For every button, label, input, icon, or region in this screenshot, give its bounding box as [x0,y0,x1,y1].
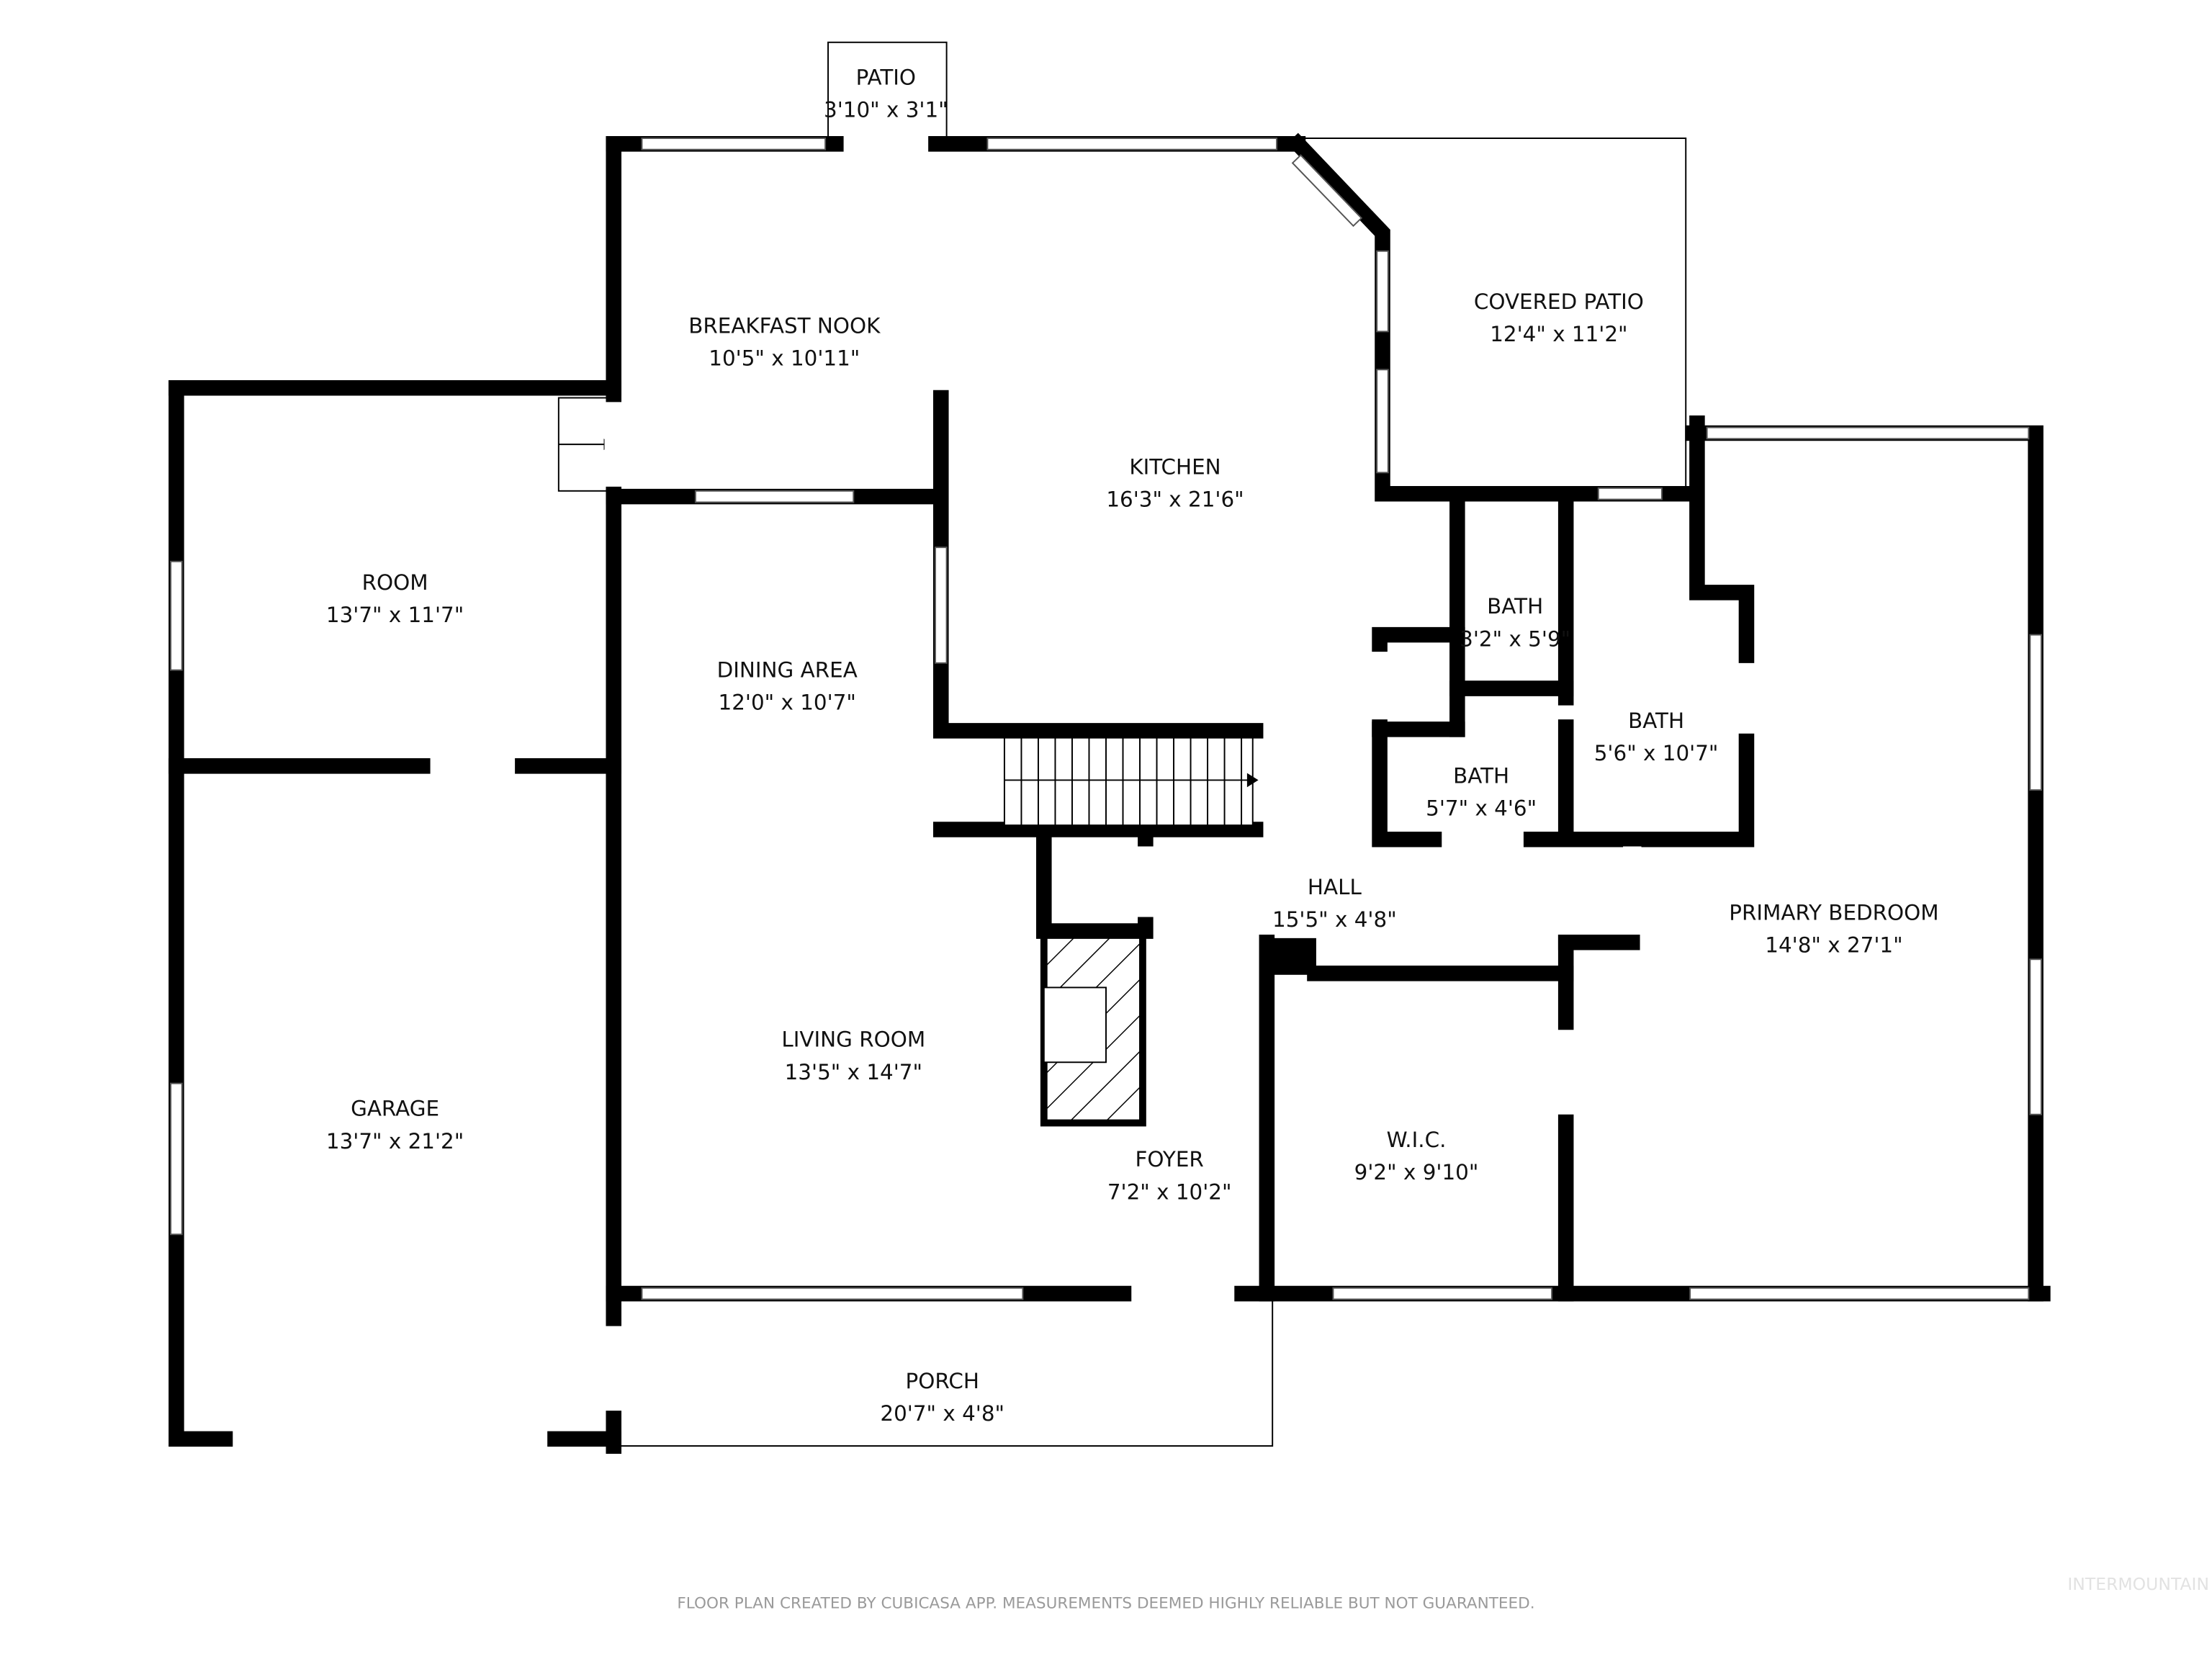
room-label: COVERED PATIO 12'4" x 11'2" [1474,289,1644,346]
room-label: DINING AREA 12'0" x 10'7" [717,657,858,714]
room-name: DINING AREA [717,657,858,682]
room-name: BATH [1453,763,1509,788]
watermark: INTERMOUNTAIN [2067,1574,2209,1594]
room-label: BATH 3'2" x 5'9" [1460,594,1570,651]
room-label: W.I.C. 9'2" x 9'10" [1354,1128,1479,1184]
room-size: 3'10" x 3'1" [824,98,948,122]
room-label: LIVING ROOM 13'5" x 14'7" [781,1028,925,1084]
room-size: 20'7" x 4'8" [880,1401,1004,1426]
room-name: FOYER [1135,1147,1203,1172]
room-label: HALL 15'5" x 4'8" [1272,875,1397,932]
room-size: 7'2" x 10'2" [1107,1179,1232,1204]
room-name: ROOM [362,570,428,595]
room-name: BREAKFAST NOOK [688,313,881,338]
room-name: HALL [1308,875,1362,899]
room-label: PORCH 20'7" x 4'8" [880,1369,1004,1426]
room-name: BATH [1628,709,1684,733]
room-name: GARAGE [351,1097,439,1121]
room-size: 13'7" x 11'7" [326,603,464,627]
room-size: 3'2" x 5'9" [1460,626,1570,651]
windows-and-doors [170,135,2042,1449]
room-size: 14'8" x 27'1" [1765,932,1902,957]
room-size: 10'5" x 10'11" [709,346,860,370]
room-label: BATH 5'6" x 10'7" [1594,709,1719,765]
room-size: 13'7" x 21'2" [326,1129,464,1154]
room-name: PRIMARY BEDROOM [1729,900,1938,925]
room-name: BATH [1487,594,1543,619]
fireplace [1040,930,1146,1127]
room-name: W.I.C. [1387,1128,1447,1152]
room-name: LIVING ROOM [781,1028,925,1052]
room-name: PORCH [906,1369,979,1393]
room-label: PATIO 3'10" x 3'1" [824,66,948,122]
room-label: PRIMARY BEDROOM 14'8" x 27'1" [1729,900,1938,957]
room-size: 12'4" x 11'2" [1490,322,1627,346]
room-size: 9'2" x 9'10" [1354,1160,1479,1184]
staircase [1003,737,1259,827]
room-name: KITCHEN [1129,454,1220,479]
room-size: 5'7" x 4'6" [1426,796,1537,820]
room-size: 15'5" x 4'8" [1272,907,1397,932]
room-label: FOYER 7'2" x 10'2" [1107,1147,1232,1204]
room-label: ROOM 13'7" x 11'7" [326,570,464,627]
room-name: COVERED PATIO [1474,289,1644,314]
room-size: 16'3" x 21'6" [1106,487,1244,511]
disclaimer: FLOOR PLAN CREATED BY CUBICASA APP. MEAS… [677,1594,1534,1612]
room-label: BREAKFAST NOOK 10'5" x 10'11" [688,313,881,370]
room-label: GARAGE 13'7" x 21'2" [326,1097,464,1154]
room-label: KITCHEN 16'3" x 21'6" [1106,454,1244,511]
room-label: BATH 5'7" x 4'6" [1426,763,1537,820]
room-size: 12'0" x 10'7" [719,690,856,714]
room-size: 13'5" x 14'7" [785,1060,922,1084]
room-labels: PATIO 3'10" x 3'1" BREAKFAST NOOK 10'5" x 1… [326,66,1939,1426]
room-size: 5'6" x 10'7" [1594,741,1719,765]
room-name: PATIO [856,66,916,90]
